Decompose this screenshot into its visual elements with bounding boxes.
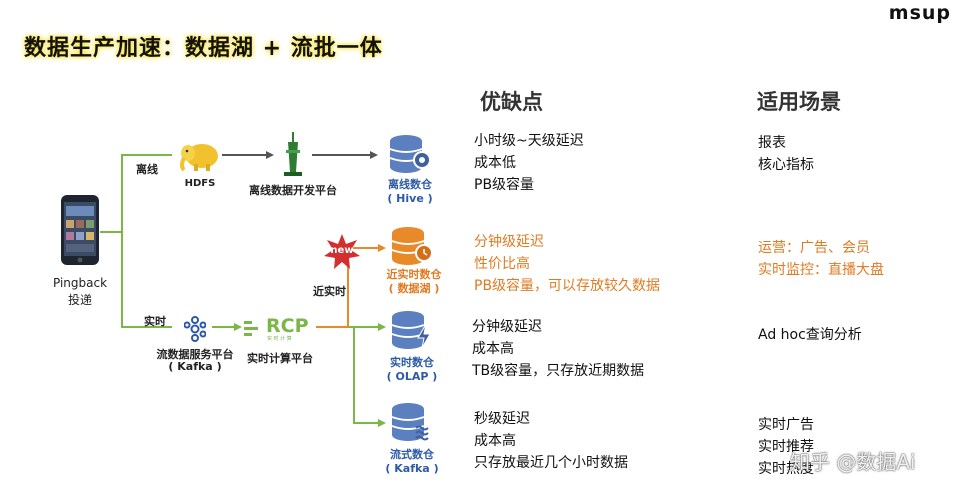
pros-item: 分钟级延迟	[472, 319, 542, 335]
realtime-warehouse-sub: ( OLAP )	[386, 370, 438, 383]
scenario-item: 实时监控：直播大盘	[758, 262, 884, 278]
pros-item: 成本高	[472, 341, 514, 357]
near-warehouse-sub: ( 数据湖 )	[388, 282, 440, 295]
stream-warehouse-label: 流式数仓	[390, 448, 434, 461]
scenario-item: 实时推荐	[758, 439, 814, 455]
pros-item: PB级容量	[474, 177, 535, 193]
offline-pros-list: 小时级~天级延迟 成本低 PB级容量	[474, 130, 584, 196]
realtime-warehouse-label: 实时数仓	[390, 356, 434, 369]
pros-item: 分钟级延迟	[474, 234, 544, 250]
stream-pros-list: 秒级延迟 成本高 只存放最近几个小时数据	[474, 408, 628, 474]
scenario-item: 运营：广告、会员	[758, 240, 870, 256]
realtime-pros-list: 分钟级延迟 成本高 TB级容量，只存放近期数据	[472, 316, 644, 382]
phone-icon	[60, 194, 100, 266]
pros-item: TB级容量，只存放近期数据	[472, 363, 645, 379]
scenarios-header: 适用场景	[757, 90, 841, 114]
pros-cons-header: 优缺点	[480, 90, 543, 114]
rcp-to-stream-line	[353, 327, 378, 424]
offline-branch-label: 离线	[136, 163, 158, 176]
pros-item: 只存放最近几个小时数据	[474, 455, 628, 471]
realtime-scenarios-list: Ad hoc查询分析	[758, 324, 862, 346]
offline-warehouse-label: 离线数仓	[388, 178, 432, 191]
pros-item: PB级容量，可以存放较久数据	[474, 278, 661, 294]
pros-item: 成本低	[474, 155, 516, 171]
pros-item: 秒级延迟	[474, 411, 530, 427]
hadoop-elephant-icon	[178, 138, 222, 172]
msup-logo: msup	[888, 2, 951, 24]
database-bolt-icon	[390, 310, 434, 350]
rcp-platform-label: 实时计算平台	[247, 352, 313, 365]
realtime-branch-line	[100, 231, 172, 328]
near-realtime-branch-label: 近实时	[313, 285, 346, 298]
new-badge-text: new	[330, 245, 354, 256]
scenario-item: 报表	[758, 135, 786, 151]
pingback-label: Pingback	[52, 276, 108, 290]
kafka-icon	[183, 316, 207, 342]
offline-warehouse-sub: ( Hive )	[387, 192, 433, 205]
rcp-bars-icon	[244, 321, 258, 336]
near-warehouse-label: 近实时数仓	[386, 268, 442, 281]
hdfs-label: HDFS	[184, 178, 216, 189]
database-clock-icon	[390, 226, 434, 266]
tower-icon	[278, 132, 308, 176]
database-gear-icon	[388, 134, 432, 174]
offline-platform-label: 离线数据开发平台	[249, 184, 337, 197]
stream-service-sub: ( Kafka )	[168, 360, 222, 373]
stream-scenarios-list: 实时广告 实时推荐 实时热度	[758, 414, 814, 480]
delivery-label: 投递	[67, 293, 92, 307]
rcp-logo-subtext: 实 时 计 算	[267, 336, 292, 342]
rcp-logo: RCP 实 时 计 算	[244, 315, 316, 342]
pros-item: 成本高	[474, 433, 516, 449]
stream-warehouse-sub: ( Kafka )	[385, 462, 439, 475]
scenario-item: 实时广告	[758, 417, 814, 433]
near-realtime-pros-list: 分钟级延迟 性价比高 PB级容量，可以存放较久数据	[474, 231, 660, 297]
offline-scenarios-list: 报表 核心指标	[758, 132, 814, 176]
stream-service-label: 流数据服务平台	[156, 348, 234, 361]
rcp-to-lake-line	[316, 247, 378, 328]
new-star-badge-icon	[322, 232, 362, 272]
database-wave-icon	[390, 402, 434, 442]
pros-item: 性价比高	[474, 256, 530, 272]
pros-item: 小时级~天级延迟	[474, 133, 584, 149]
scenario-item: 核心指标	[758, 157, 814, 173]
scenario-item: Ad hoc查询分析	[758, 327, 862, 343]
page-title: 数据生产加速：数据湖 + 流批一体	[24, 36, 383, 61]
watermark: 知乎 @数据Ai	[790, 450, 916, 474]
scenario-item: 实时热度	[758, 461, 814, 477]
realtime-branch-label: 实时	[144, 315, 166, 328]
near-realtime-scenarios-list: 运营：广告、会员 实时监控：直播大盘	[758, 237, 884, 281]
rcp-logo-text: RCP	[266, 315, 309, 337]
